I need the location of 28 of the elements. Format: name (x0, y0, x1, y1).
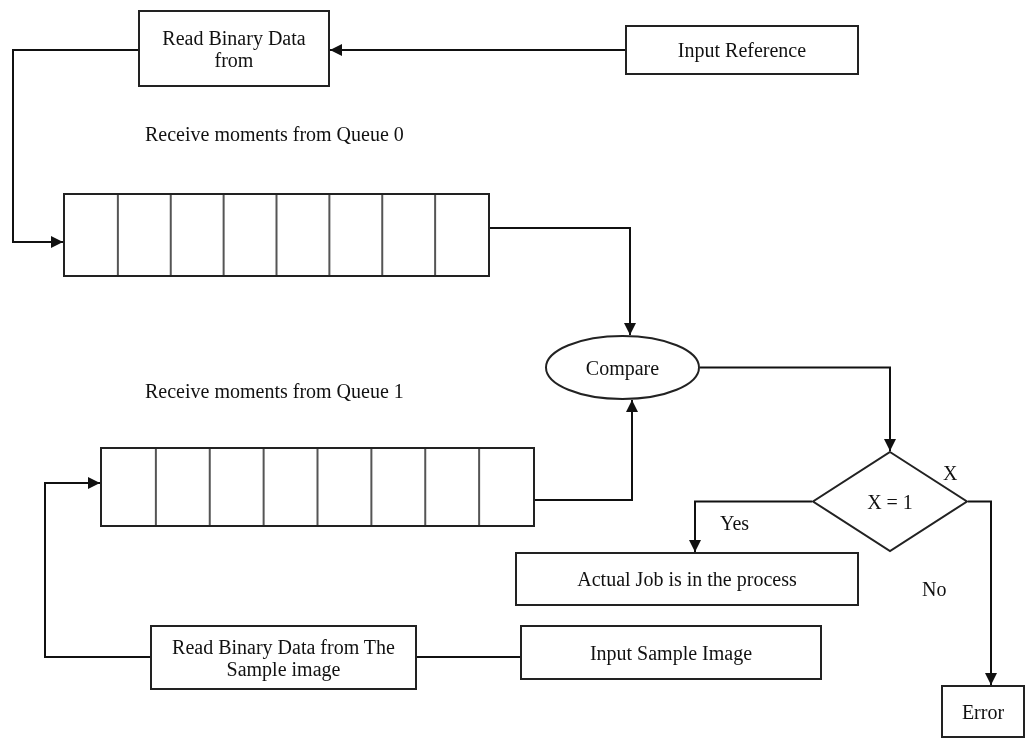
node-text: Error (960, 700, 1006, 723)
process-box (625, 25, 859, 75)
annotation-text: Receive moments from Queue 0 (145, 123, 404, 146)
process-box (941, 685, 1025, 738)
node-text: X = 1 (867, 490, 913, 513)
connector-line (416, 656, 521, 658)
node-text: Input Sample Image (588, 641, 754, 664)
node-text: Input Reference (676, 39, 808, 61)
process-box (520, 625, 822, 680)
process-box (150, 625, 417, 690)
arrow (699, 366, 896, 452)
arrow (489, 227, 636, 336)
arrow (689, 500, 813, 553)
node-text: Read Binary Data from (161, 26, 307, 71)
arrow (12, 49, 139, 248)
arrow (967, 500, 997, 686)
process-box (515, 552, 859, 606)
arrow (534, 399, 638, 501)
variable-label: X (943, 462, 958, 485)
node-text: Read Binary Data from The Sample image (171, 635, 396, 680)
node-text: Compare (585, 356, 660, 379)
arrow (44, 477, 151, 658)
arrow (329, 44, 626, 56)
queue-box (100, 447, 535, 527)
queue-box (63, 193, 490, 277)
node-text: Actual Job is in the process (576, 568, 798, 590)
annotation-text: Receive moments from Queue 1 (145, 380, 404, 403)
process-box (138, 10, 330, 87)
